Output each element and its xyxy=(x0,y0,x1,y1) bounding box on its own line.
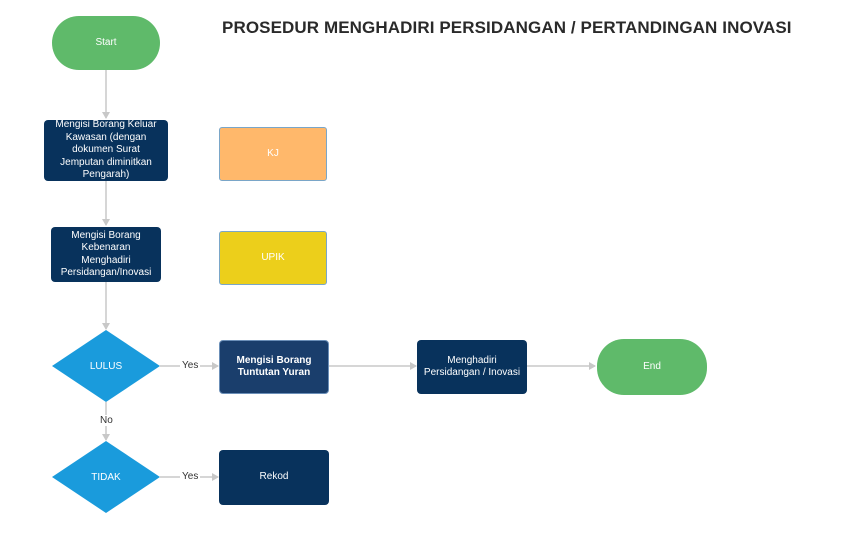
rekod-node[interactable]: Rekod xyxy=(219,450,329,505)
diamond-shape xyxy=(52,441,160,513)
tuntutan-node[interactable]: Mengisi Borang Tuntutan Yuran xyxy=(219,340,329,394)
upik-node[interactable]: UPIK xyxy=(219,231,327,285)
borang-keluar-node[interactable]: Mengisi Borang Keluar Kawasan (dengan do… xyxy=(44,119,168,181)
lulus-decision[interactable]: LULUS xyxy=(52,330,160,402)
menghadiri-node[interactable]: Menghadiri Persidangan / Inovasi xyxy=(417,340,527,394)
lulus-label: LULUS xyxy=(89,360,123,372)
start-node[interactable]: Start xyxy=(52,16,160,70)
diamond-shape xyxy=(52,330,160,402)
edge-label-lulus-no: No xyxy=(98,415,115,426)
end-node[interactable]: End xyxy=(597,339,707,395)
kj-node[interactable]: KJ xyxy=(219,127,327,181)
page-title: PROSEDUR MENGHADIRI PERSIDANGAN / PERTAN… xyxy=(222,18,792,37)
edge-label-tidak-yes: Yes xyxy=(180,471,201,482)
tidak-decision[interactable]: TIDAK xyxy=(52,441,160,513)
tidak-label: TIDAK xyxy=(91,471,121,483)
borang-kebenaran-node[interactable]: Mengisi Borang Kebenaran Menghadiri Pers… xyxy=(51,227,161,282)
edge-label-lulus-yes: Yes xyxy=(180,360,201,371)
